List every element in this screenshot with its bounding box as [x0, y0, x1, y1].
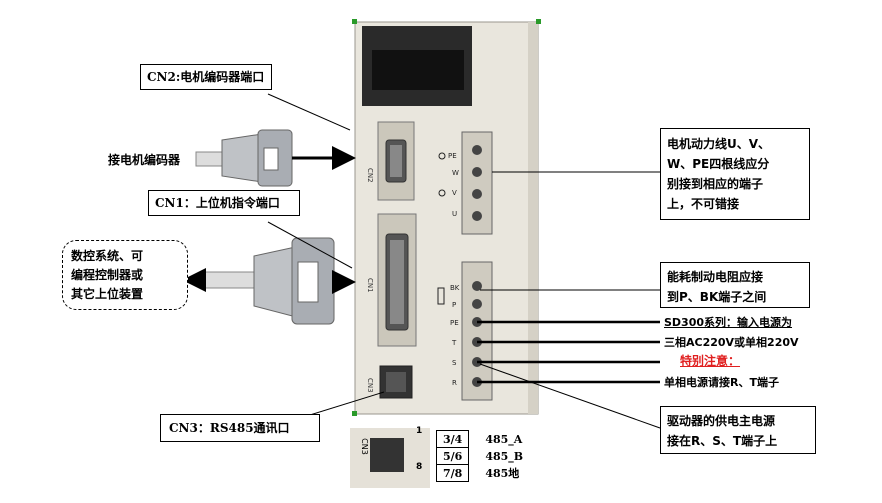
leader-cn1 — [267, 221, 353, 269]
terminal-bk: BK — [450, 284, 460, 292]
motor-symbol-icon — [438, 189, 446, 197]
rj45-pin-table: 3/4 485_A 5/6 485_B 7/8 485地 — [435, 430, 530, 482]
rj45-inset: CN3 1 8 — [350, 426, 430, 488]
brake-line-1: 能耗制动电阻应接 — [667, 270, 764, 284]
cn1-db25-pins — [390, 240, 404, 324]
cn1-callout: CN1：上位机指令端口 — [148, 190, 300, 216]
motor-power-line-3: 别接到相应的端子 — [667, 177, 764, 191]
brake-line-2: 到P、BK端子之间 — [667, 290, 767, 304]
encoder-db-connector — [221, 133, 263, 183]
pin-row: 3/4 485_A — [435, 430, 530, 448]
terminal-u: U — [452, 210, 457, 218]
terminal-t: T — [451, 339, 457, 347]
signal-cell: 485_B — [485, 449, 524, 463]
marker-bl — [352, 411, 357, 416]
terminal-r: R — [452, 379, 457, 387]
host-devices-line-3: 其它上位装置 — [71, 287, 144, 301]
leader-main-power — [479, 363, 661, 429]
special-note-label: 特别注意： — [680, 354, 741, 368]
pin-cell: 3/4 — [435, 430, 470, 448]
main-power-callout: 驱动器的供电主电源 接在R、S、T端子上 — [660, 406, 816, 454]
drive-side-strip — [528, 22, 538, 414]
cn2-callout: CN2:电机编码器端口 — [140, 64, 272, 90]
pin-cell: 5/6 — [435, 447, 470, 465]
pin-row: 5/6 485_B — [435, 447, 530, 465]
cn2-db15-pins — [390, 145, 402, 177]
single-phase-label: 单相电源请接R、T端子 — [664, 376, 779, 389]
pin-cell: 7/8 — [435, 464, 470, 482]
ground-symbol-icon — [438, 152, 446, 160]
cn3-rj45 — [379, 365, 413, 399]
encoder-conn-label: 接电机编码器 — [108, 153, 181, 167]
display-window — [372, 50, 464, 90]
cn1-callout-text: CN1：上位机指令端口 — [155, 196, 280, 210]
main-power-line-2: 接在R、S、T端子上 — [667, 434, 778, 448]
motor-power-line-4: 上，不可错接 — [667, 197, 740, 211]
cn3-silk: CN3 — [366, 378, 374, 393]
brake-resistor-symbol-icon — [437, 287, 445, 305]
rj45-inset-silk: CN3 — [359, 438, 369, 455]
signal-cell: 485_A — [485, 432, 523, 446]
rj45-inset-pin-top: 1 — [416, 426, 423, 436]
terminal-pe-top: PE — [448, 152, 457, 160]
rj45-inset-jack — [370, 438, 404, 472]
leader-cn2 — [267, 93, 351, 131]
cn2-callout-text: CN2:电机编码器端口 — [147, 70, 265, 84]
terminal-w: W — [452, 169, 459, 177]
motor-power-callout: 电机动力线U、V、 W、PE四根线应分 别接到相应的端子 上，不可错接 — [660, 128, 810, 220]
rj45-inset-pin-bottom: 8 — [416, 462, 423, 472]
host-devices-line-1: 数控系统、可 — [71, 249, 144, 263]
cn2-silk: CN2 — [366, 168, 374, 183]
motor-power-line-2: W、PE四根线应分 — [667, 157, 770, 171]
marker-tl — [352, 19, 357, 24]
motor-power-line-1: 电机动力线U、V、 — [667, 137, 771, 151]
main-power-line-1: 驱动器的供电主电源 — [667, 414, 776, 428]
host-db-window — [297, 261, 319, 303]
terminal-v: V — [452, 189, 457, 197]
sd300-power-label: SD300系列：输入电源为 — [664, 316, 793, 329]
encoder-db-window — [263, 147, 279, 171]
terminal-p: P — [452, 301, 456, 309]
marker-tr — [536, 19, 541, 24]
pin-row: 7/8 485地 — [435, 464, 530, 482]
cn1-silk: CN1 — [366, 278, 374, 293]
brake-resistor-callout: 能耗制动电阻应接 到P、BK端子之间 — [660, 262, 810, 308]
host-devices-line-2: 编程控制器或 — [71, 268, 144, 282]
terminal-s: S — [452, 359, 457, 367]
cn3-callout-text: CN3：RS485通讯口 — [169, 421, 290, 435]
terminal-pe: PE — [450, 319, 459, 327]
cn3-callout: CN3：RS485通讯口 — [160, 414, 320, 442]
three-phase-label: 三相AC220V或单相220V — [664, 336, 799, 349]
host-devices-callout: 数控系统、可 编程控制器或 其它上位装置 — [62, 240, 188, 310]
signal-cell: 485地 — [485, 467, 520, 480]
cn3-rj45-inner — [386, 372, 406, 392]
motor-terminal-screws — [472, 145, 482, 221]
